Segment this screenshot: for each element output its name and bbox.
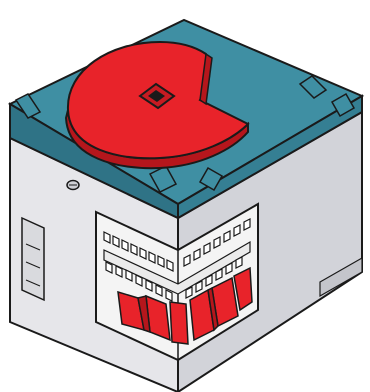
screw-icon: [67, 181, 79, 190]
